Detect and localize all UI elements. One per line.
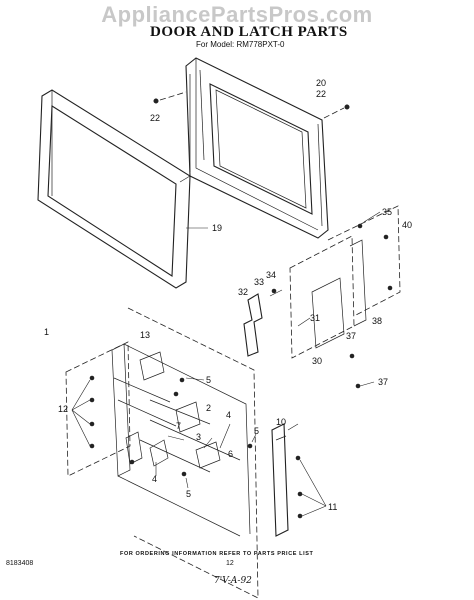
callout-3: 3 [196,432,202,442]
callout-4: 4 [226,410,232,420]
callout-11: 11 [328,502,338,512]
screw-icon [247,443,253,449]
screw-icon [89,397,95,403]
callout-34: 34 [266,270,277,280]
callout-5: 5 [254,426,260,436]
screw-icon [355,383,361,389]
callout-7: 7 [176,421,182,431]
callout-22: 22 [316,89,327,99]
callout-37: 37 [346,331,357,341]
model-line: For Model: RM778PXT-0 [196,40,285,49]
callout-40: 40 [402,220,413,230]
door-frame-part-20 [185,57,329,239]
screw-icon [129,459,135,465]
callout-5: 5 [206,375,212,385]
callout-31: 31 [310,313,321,323]
screw-icon [271,288,277,294]
page-number: 12 [226,560,234,567]
latch-assembly-part-1 [65,307,259,599]
callout-30: 30 [312,356,323,366]
callout-2: 2 [206,403,212,413]
door-panel-part-19 [37,89,191,289]
screw-icon [89,443,95,449]
bracket-part-32 [243,293,263,357]
callout-5: 5 [186,489,192,499]
diagram-title: DOOR AND LATCH PARTS [150,24,348,40]
callout-10: 10 [276,417,287,427]
callout-32: 32 [238,287,249,297]
callout-37: 37 [378,377,389,387]
latch-bar-part-10 [271,423,289,537]
screw-icon [357,223,363,229]
callout-6: 6 [228,449,234,459]
latch-plate-part-30 [289,205,401,359]
screw-icon [344,104,350,110]
callout-1: 1 [44,327,50,337]
handwritten-note: 7'V-A-92 [214,576,252,586]
callout-33: 33 [254,277,265,287]
callout-13: 13 [140,330,151,340]
screw-icon [297,513,303,519]
callout-19: 19 [212,223,223,233]
screw-icon [383,234,389,240]
ordering-note: FOR ORDERING INFORMATION REFER TO PARTS … [120,551,314,557]
callout-4: 4 [152,474,158,484]
screw-icon [297,491,303,497]
screw-icon [153,98,159,104]
screw-icon [387,285,393,291]
screw-icon [295,455,301,461]
callout-38: 38 [372,316,383,326]
screw-icon [349,353,355,359]
callout-12: 12 [58,404,69,414]
spring-icon [179,377,185,383]
watermark: AppliancePartsPros.com [101,2,373,27]
document-number: 8183408 [6,560,34,567]
screw-icon [89,421,95,427]
callout-22: 22 [150,113,161,123]
spring-icon [173,391,179,397]
screw-icon [181,471,187,477]
screw-icon [89,375,95,381]
callout-20: 20 [316,78,327,88]
callout-35: 35 [382,207,393,217]
